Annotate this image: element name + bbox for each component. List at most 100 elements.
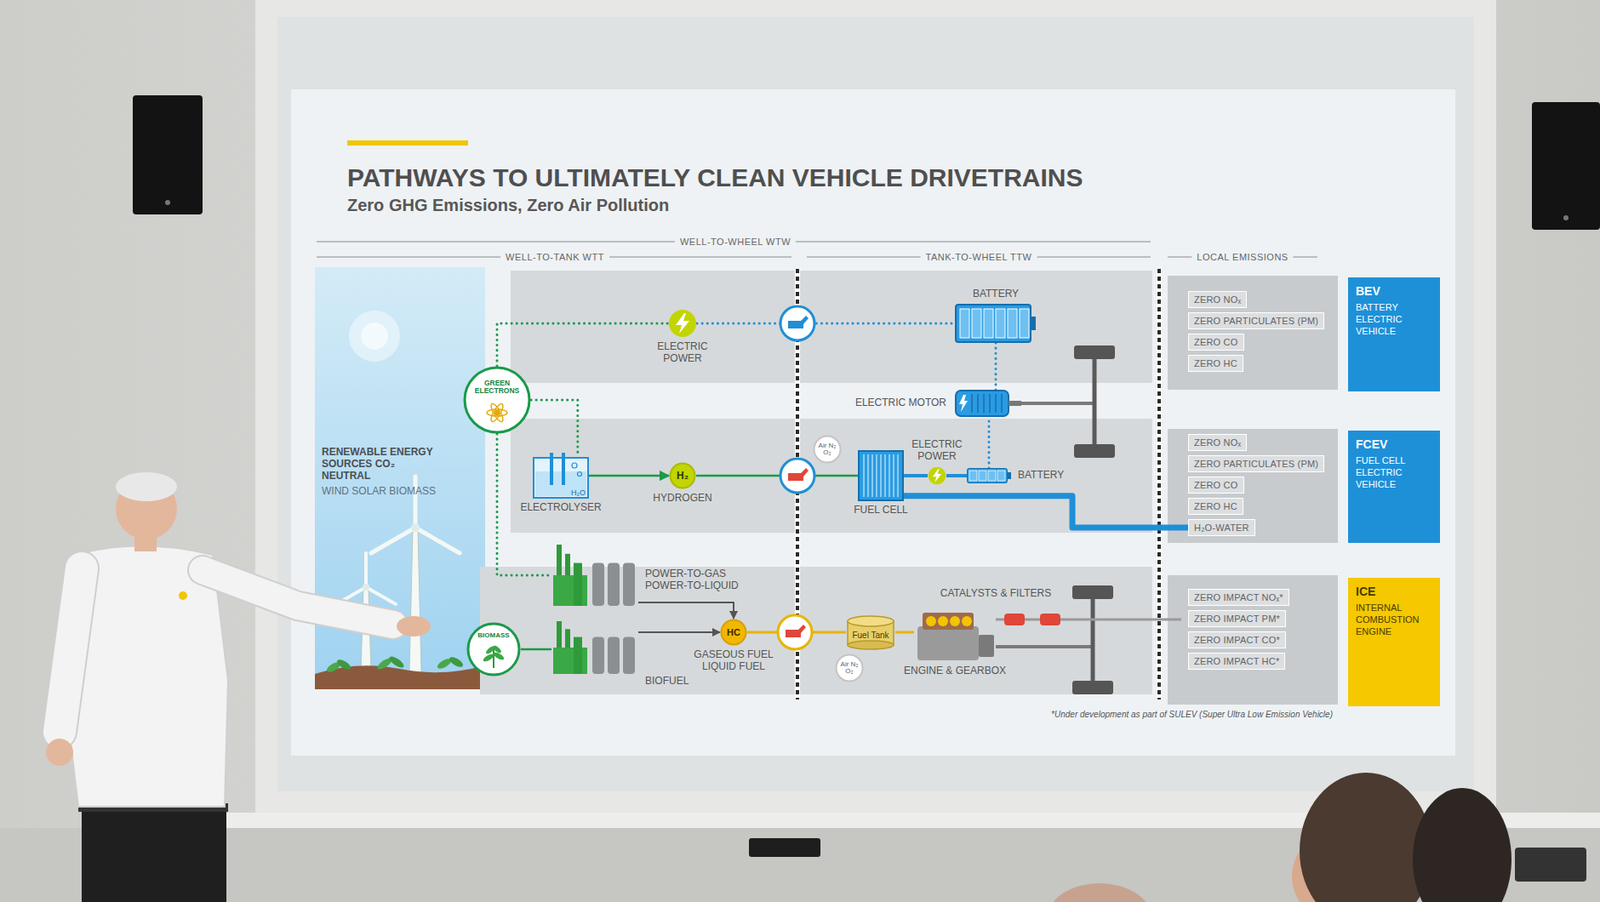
dotted-connector <box>988 417 991 469</box>
emission-box: ZERO PARTICULATES (PM) <box>1188 312 1325 330</box>
node-shape <box>928 467 947 486</box>
node-shape <box>592 637 605 675</box>
node-text: POWER-TO-GAS POWER-TO-LIQUID <box>645 568 758 593</box>
emission-box: ZERO HC <box>1188 497 1244 515</box>
node-shape <box>577 472 583 477</box>
speaker <box>1563 215 1569 221</box>
node-shape <box>917 626 979 661</box>
wind-turbine <box>413 476 418 528</box>
node-shape <box>814 436 841 463</box>
flow-connector <box>696 474 858 478</box>
node-shape <box>573 563 583 606</box>
node-shape <box>954 389 1022 418</box>
fuel-nozzle-icon <box>777 615 812 650</box>
node-shape <box>966 468 1012 484</box>
ground <box>388 654 406 670</box>
fuel-circle: HCGASEOUS FUEL LIQUID FUEL <box>720 618 748 646</box>
node-shape <box>983 308 994 338</box>
node-text: Fuel Tank <box>851 630 889 640</box>
node-text: ZERO IMPACT PM* <box>1194 611 1280 627</box>
presenter <box>202 570 394 625</box>
node-shape <box>928 467 947 486</box>
fuel-tank: Fuel Tank <box>845 614 896 651</box>
fuel-nozzle-icon <box>780 458 815 493</box>
node-shape <box>932 468 942 483</box>
emissions-panel <box>1167 275 1338 705</box>
node-text: ELECTRIC POWER <box>908 439 966 463</box>
node-shape <box>468 623 520 675</box>
node-shape <box>927 466 947 486</box>
node-shape <box>533 457 589 498</box>
audience <box>1412 788 1512 902</box>
stage-divider <box>1157 268 1161 700</box>
part-label: CATALYSTS & FILTERS <box>940 587 1052 600</box>
emissions-panel <box>1167 575 1338 705</box>
wind-turbine <box>415 527 460 554</box>
node-shape <box>495 411 500 416</box>
node-shape <box>561 452 566 486</box>
node-text: FUEL CELL <box>853 504 909 517</box>
node-shape <box>960 308 970 338</box>
node-shape <box>988 394 991 413</box>
node-shape <box>884 454 886 498</box>
pathway-band <box>510 418 1153 533</box>
node-shape <box>925 616 937 627</box>
axle <box>1092 352 1098 452</box>
node-shape <box>489 402 506 424</box>
node-text: FCEV <box>1355 437 1433 452</box>
node-text: Air N₂ O₂ <box>816 442 839 458</box>
fuel-cell: FUEL CELL <box>857 450 904 502</box>
air-intake-circle: Air N₂ O₂ <box>834 653 864 683</box>
presenter <box>115 472 178 502</box>
audience <box>1046 883 1153 902</box>
node-shape <box>971 394 973 413</box>
node-shape <box>668 308 698 338</box>
node-shape <box>551 544 639 606</box>
emission-box: ZERO IMPACT NOₓ* <box>1188 588 1290 606</box>
node-text: ZERO HC <box>1194 355 1238 372</box>
node-text: BEV <box>1355 284 1433 298</box>
battery-pack: BATTERY <box>954 303 1037 343</box>
node-shape <box>462 365 532 435</box>
node-shape <box>573 637 583 675</box>
node-shape <box>481 652 495 663</box>
footnote: *Under development as part of SULEV (Sup… <box>1051 709 1333 720</box>
node-shape <box>978 634 995 658</box>
emission-box: ZERO CO <box>1188 476 1245 494</box>
bracket-line <box>316 241 1318 258</box>
ground <box>335 657 353 672</box>
biofuel-plant: BIOFUEL <box>551 621 639 675</box>
node-text: ELECTROLYSER <box>520 502 601 515</box>
emissions-panel <box>1167 275 1338 390</box>
exhaust-line <box>995 613 1182 626</box>
emission-box: ZERO NOₓ <box>1188 434 1247 452</box>
node-shape <box>988 470 996 481</box>
node-shape <box>847 616 894 627</box>
node-shape <box>668 309 697 338</box>
presenter <box>178 591 188 600</box>
node-shape <box>836 655 863 682</box>
emission-box: ZERO PARTICULATES (PM) <box>1188 455 1325 473</box>
speaker <box>132 95 1600 230</box>
node-shape <box>491 644 503 655</box>
emission-box: ZERO CO <box>1188 333 1245 351</box>
engine-gearbox: ENGINE & GEARBOX <box>914 605 996 663</box>
dotted-connector <box>994 342 998 390</box>
node-text: ZERO NOₓ <box>1194 291 1241 308</box>
node-shape <box>668 309 697 338</box>
node-shape <box>880 454 882 498</box>
node-shape <box>607 637 620 675</box>
node-shape <box>1007 308 1018 338</box>
node-shape <box>1000 394 1003 413</box>
sky-panel <box>348 310 400 362</box>
node-shape <box>857 450 904 502</box>
fuel-nozzle-icon <box>788 468 809 481</box>
node-text: H₂ <box>676 469 689 482</box>
node-shape <box>675 313 690 334</box>
node-shape <box>967 468 1008 484</box>
axle <box>1072 680 1114 695</box>
emission-box: ZERO NOₓ <box>1188 291 1247 309</box>
node-shape <box>949 616 960 627</box>
node-shape <box>1008 400 1022 406</box>
wind-turbine <box>362 583 370 591</box>
